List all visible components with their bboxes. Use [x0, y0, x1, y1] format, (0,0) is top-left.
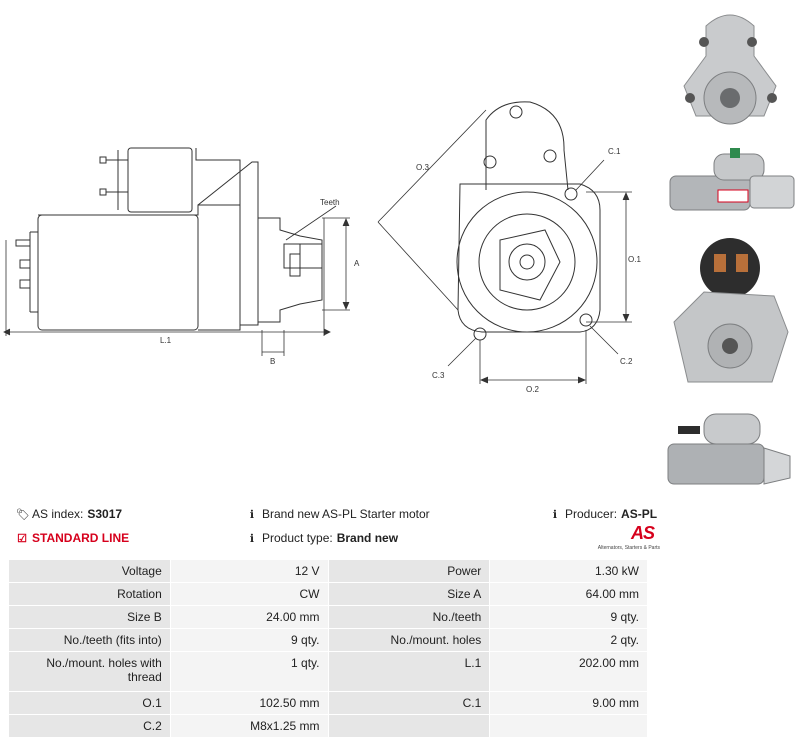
front-view-outline: [456, 101, 601, 341]
technical-drawing: Teeth A B L.1 O.3 C.1 O.1 C.2 C.3 O.2: [3, 101, 641, 394]
description-row: ℹ︎ Brand new AS-PL Starter motor: [246, 507, 430, 521]
table-row: Rotation CW Size A 64.00 mm: [8, 582, 648, 606]
product-description: Brand new AS-PL Starter motor: [262, 507, 430, 521]
table-row: Voltage 12 V Power 1.30 kW: [8, 559, 648, 583]
specs-table: Voltage 12 V Power 1.30 kW Rotation CW S…: [8, 559, 648, 738]
standard-line-label: STANDARD LINE: [32, 531, 130, 545]
standard-line-row: ☑ STANDARD LINE: [16, 531, 129, 545]
photo-side-view: [669, 148, 795, 211]
producer-value: AS-PL: [621, 507, 658, 521]
photo-front-flange: [683, 14, 777, 125]
dim-c3-label: C.3: [432, 371, 445, 380]
table-row: No./teeth (fits into) 9 qty. No./mount. …: [8, 628, 648, 652]
dim-c1-label: C.1: [608, 147, 621, 156]
info-circle-icon: ℹ︎: [552, 508, 558, 521]
as-index-row: 🏷︎ AS index: S3017: [16, 507, 122, 521]
photo-rear-view: [673, 238, 789, 383]
producer-label: Producer:: [565, 507, 618, 521]
check-square-icon: ☑: [17, 532, 27, 545]
dim-c2-label: C.2: [620, 357, 633, 366]
dimension-lines: [3, 205, 350, 356]
dim-l1-label: L.1: [160, 336, 172, 345]
product-type-value: Brand new: [336, 531, 399, 545]
product-type-row: ℹ︎ Product type: Brand new: [246, 531, 398, 545]
dim-o1-label: O.1: [628, 255, 641, 264]
photo-side-view-2: [667, 413, 791, 485]
info-circle-icon: ℹ︎: [249, 508, 255, 521]
product-type-label: Product type:: [262, 531, 333, 545]
dim-b-label: B: [270, 357, 275, 366]
dim-a-label: A: [354, 259, 360, 268]
product-photos: [660, 0, 800, 500]
as-index-value: S3017: [87, 507, 123, 521]
table-row: O.1 102.50 mm C.1 9.00 mm: [8, 691, 648, 715]
front-dimension-lines: [377, 109, 632, 384]
teeth-label: Teeth: [320, 198, 340, 207]
logo-mark: AS: [630, 523, 655, 543]
table-row: No./mount. holes with thread 1 qty. L.1 …: [8, 651, 648, 692]
info-circle-icon: ℹ︎: [249, 532, 255, 545]
solenoid-outline: [99, 147, 193, 213]
table-row: Size B 24.00 mm No./teeth 9 qty.: [8, 605, 648, 629]
logo-tagline: Alternators, Starters & Parts: [597, 545, 660, 551]
as-index-label: AS index:: [32, 507, 84, 521]
tag-icon: 🏷︎: [16, 508, 30, 521]
motor-body-outline: [15, 148, 323, 331]
dim-o3-label: O.3: [416, 163, 429, 172]
table-row: C.2 M8x1.25 mm: [8, 714, 648, 738]
brand-logo: AS Alternators, Starters & Parts: [580, 523, 660, 553]
dim-o2-label: O.2: [526, 385, 539, 394]
producer-row: ℹ︎ Producer: AS-PL: [549, 507, 657, 521]
